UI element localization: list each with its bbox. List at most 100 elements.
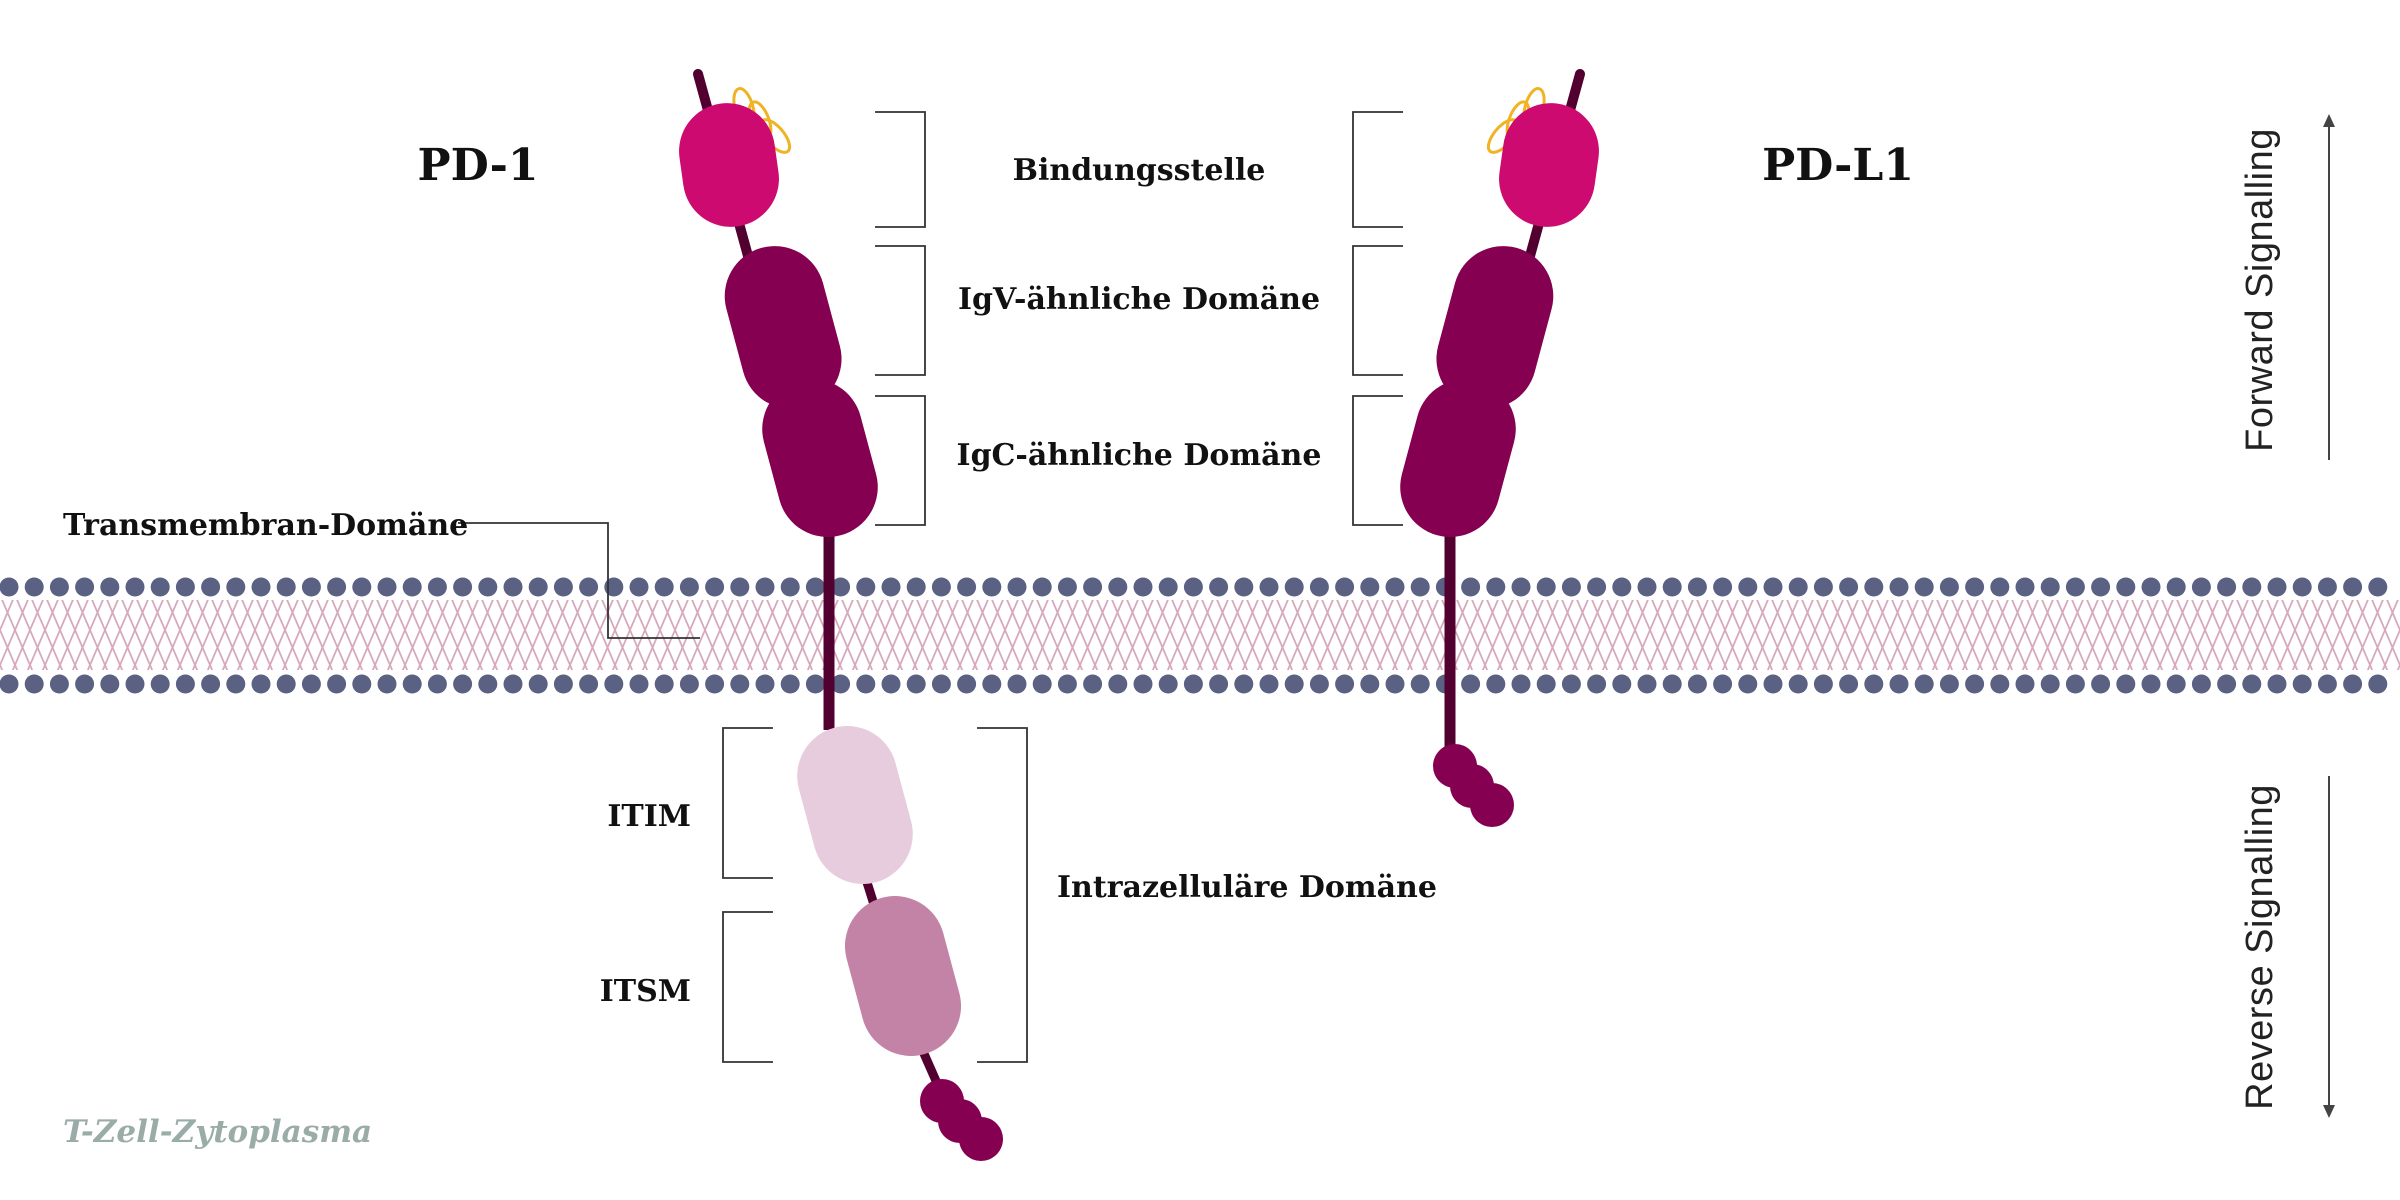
lipid-head — [2141, 577, 2161, 597]
lipid-head — [1209, 577, 1229, 597]
lipid-head — [906, 674, 926, 694]
bracket-igc-right — [1352, 395, 1403, 526]
lipid-head — [1813, 674, 1833, 694]
lipid-head — [2091, 577, 2111, 597]
lipid-head — [478, 674, 498, 694]
lipid-head — [856, 577, 876, 597]
bracket-igv-right — [1352, 245, 1403, 376]
lipid-head — [1410, 577, 1430, 597]
lipid-head — [1788, 674, 1808, 694]
lipid-head — [1864, 577, 1884, 597]
lipid-head — [553, 577, 573, 597]
lipid-head — [1965, 577, 1985, 597]
lipid-head — [1738, 577, 1758, 597]
lipid-head — [1183, 674, 1203, 694]
lipid-head — [1234, 577, 1254, 597]
lipid-head — [100, 674, 120, 694]
lipid-head — [1360, 577, 1380, 597]
lipid-head — [2015, 674, 2035, 694]
lipid-head — [881, 577, 901, 597]
lipid-head — [1965, 674, 1985, 694]
label-itim: ITIM — [607, 799, 691, 834]
label-itsm: ITSM — [600, 974, 691, 1009]
lipid-head — [24, 577, 44, 597]
lipid-head — [881, 674, 901, 694]
pdl1-tail-beads — [1433, 744, 1514, 827]
lipid-head — [1889, 674, 1909, 694]
lipid-head — [679, 674, 699, 694]
lipid-head — [2343, 577, 2363, 597]
pdl1-ligand — [1400, 69, 1599, 827]
forward-signalling-label: Forward Signalling — [2239, 128, 2281, 452]
lipid-head — [1209, 674, 1229, 694]
lipid-head — [957, 674, 977, 694]
lipid-head — [931, 577, 951, 597]
lipid-head — [301, 577, 321, 597]
lipid-head — [1864, 674, 1884, 694]
lipid-head — [1486, 577, 1506, 597]
lipid-head — [150, 674, 170, 694]
lipid-head — [730, 577, 750, 597]
lipid-head — [2065, 577, 2085, 597]
lipid-head — [1587, 674, 1607, 694]
lipid-head — [1007, 577, 1027, 597]
pdl1-binding-domain — [1499, 103, 1599, 227]
lipid-head — [1990, 674, 2010, 694]
lipid-head — [1813, 577, 1833, 597]
pd1-tail-beads — [920, 1079, 1003, 1161]
lipid-head — [1461, 674, 1481, 694]
lipid-head — [629, 577, 649, 597]
lipid-head — [1561, 577, 1581, 597]
lipid-head — [2267, 674, 2287, 694]
lipid-head — [2166, 674, 2186, 694]
lipid-head — [2217, 577, 2237, 597]
lipid-head — [2217, 674, 2237, 694]
lipid-head — [1662, 577, 1682, 597]
lipid-head — [402, 674, 422, 694]
lipid-head — [226, 577, 246, 597]
lipid-head — [150, 577, 170, 597]
lipid-head — [226, 674, 246, 694]
pdl1-igv-domain — [1436, 246, 1554, 409]
cell-membrane — [0, 577, 2400, 694]
lipid-head — [377, 674, 397, 694]
lipid-head — [503, 674, 523, 694]
label-transmembrane-domain: Transmembran-Domäne — [63, 508, 468, 543]
lipid-head — [1939, 674, 1959, 694]
lipid-head — [528, 577, 548, 597]
lipid-head — [0, 674, 19, 694]
bracket-igc-left — [875, 395, 926, 526]
pd1-itsm-domain — [844, 896, 962, 1056]
lipid-head — [1536, 674, 1556, 694]
lipid-head — [2191, 577, 2211, 597]
lipid-head — [1839, 674, 1859, 694]
lipid-head — [1284, 674, 1304, 694]
lipid-head — [1032, 674, 1052, 694]
lipid-head — [2141, 674, 2161, 694]
lipid-head — [528, 674, 548, 694]
lipid-head — [1284, 577, 1304, 597]
lipid-head — [1057, 577, 1077, 597]
label-igc-domain: IgC-ähnliche Domäne — [957, 438, 1322, 473]
label-igv-domain: IgV-ähnliche Domäne — [958, 282, 1320, 317]
lipid-head — [2242, 674, 2262, 694]
lipid-head — [755, 674, 775, 694]
lipid-head — [1511, 674, 1531, 694]
lipid-head — [1335, 674, 1355, 694]
pdl1-igc-domain — [1400, 379, 1516, 537]
lipid-head — [805, 674, 825, 694]
lipid-head — [1637, 577, 1657, 597]
lipid-head — [654, 674, 674, 694]
lipid-head — [1259, 674, 1279, 694]
lipid-head — [1335, 577, 1355, 597]
lipid-head — [2317, 674, 2337, 694]
pd1-itim-domain — [797, 726, 913, 884]
lipid-head — [1309, 577, 1329, 597]
membrane-heads-outer — [0, 577, 2388, 597]
lipid-head — [1083, 577, 1103, 597]
lipid-head — [604, 577, 624, 597]
lipid-head — [654, 577, 674, 597]
lipid-head — [1788, 577, 1808, 597]
lipid-head — [1612, 674, 1632, 694]
